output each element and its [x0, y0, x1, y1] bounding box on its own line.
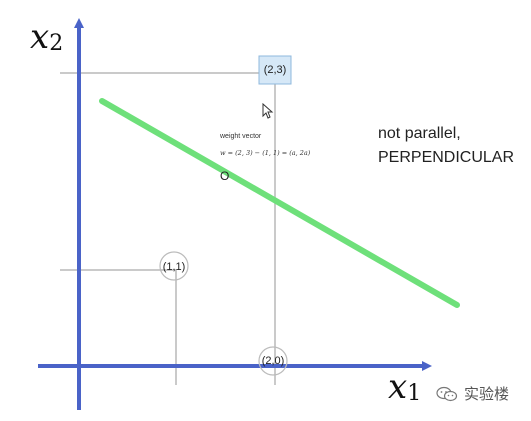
point-2-3-label: (2,3): [264, 64, 287, 76]
weight-vector-formula: w = (2, 3) − (1, 1) = (a, 2a): [220, 149, 311, 157]
weight-vector-title: weight vector: [220, 133, 262, 140]
wechat-icon: [436, 386, 458, 401]
mouse-cursor-icon: [262, 103, 274, 119]
note-line-2: PERPENDICULAR: [378, 149, 515, 166]
decision-line: [99, 98, 460, 308]
note-line-1: not parallel,: [378, 125, 461, 142]
watermark-text: 实验楼: [464, 386, 510, 403]
point-2-0-circle: [258, 346, 288, 376]
point-2-3-box: [258, 55, 292, 85]
point-2-0-label: (2,0): [262, 355, 285, 367]
point-1-1-circle: [159, 251, 189, 281]
x-axis-label: x1: [388, 367, 421, 407]
perpendicular-note: not parallel, PERPENDICULAR: [378, 122, 531, 170]
watermark: 实验楼: [436, 383, 509, 404]
origin-marker: O: [220, 169, 229, 183]
point-1-1-label: (1,1): [163, 261, 186, 273]
y-axis-label: x2: [30, 17, 63, 57]
